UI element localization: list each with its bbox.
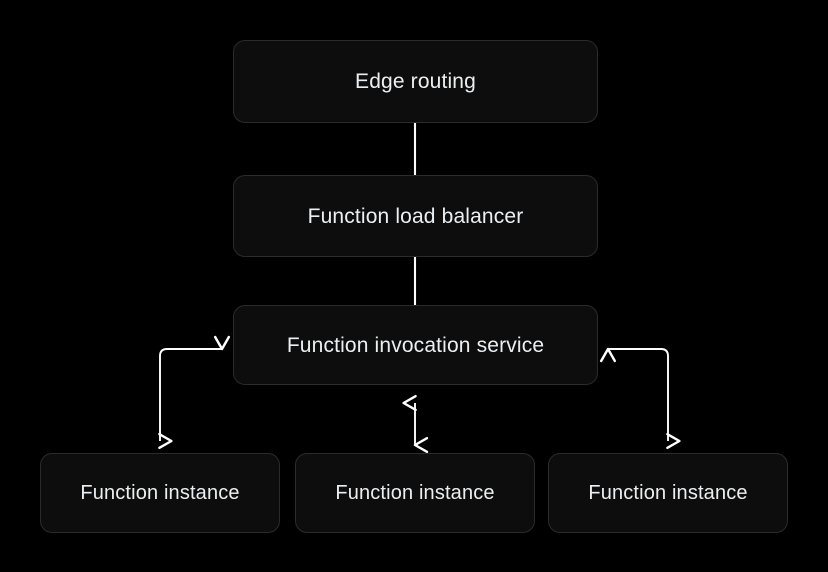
node-function-instance-right[interactable]: Function instance bbox=[548, 453, 788, 533]
node-function-invocation-service[interactable]: Function invocation service bbox=[233, 305, 598, 385]
node-function-instance-center-label: Function instance bbox=[335, 482, 495, 504]
connector-instance-left-elbow bbox=[158, 335, 231, 450]
node-edge-routing-label: Edge routing bbox=[355, 70, 476, 93]
node-function-instance-right-label: Function instance bbox=[588, 482, 748, 504]
node-function-load-balancer[interactable]: Function load balancer bbox=[233, 175, 598, 257]
node-edge-routing[interactable]: Edge routing bbox=[233, 40, 598, 123]
node-function-invocation-service-label: Function invocation service bbox=[286, 333, 545, 357]
node-function-instance-center[interactable]: Function instance bbox=[295, 453, 535, 533]
node-function-instance-left[interactable]: Function instance bbox=[40, 453, 280, 533]
node-function-load-balancer-label: Function load balancer bbox=[307, 204, 524, 228]
node-function-instance-left-label: Function instance bbox=[80, 482, 240, 504]
connector-instance-right-elbow bbox=[599, 347, 681, 450]
